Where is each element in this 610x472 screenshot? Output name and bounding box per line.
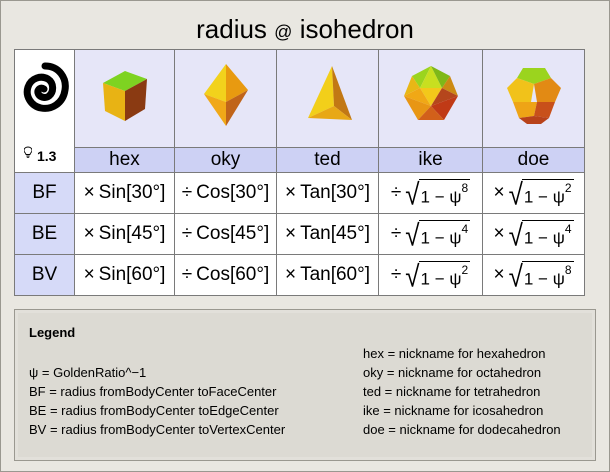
icosahedron-image [378,49,483,148]
column-header-doe: doe [482,146,585,174]
cell-be-doe: ×√1 − ψ4 [482,213,585,255]
cell-bf-oky: ÷Cos[30°] [174,172,277,214]
cell-bf-ike: ÷√1 − ψ8 [378,172,483,214]
row-header-bf: BF [14,172,75,214]
logo-version: 1.3 [37,148,57,164]
legend-item: ψ = GoldenRatio^−1 [29,365,147,380]
table-row-bf: BF ×Sin[30°] ÷Cos[30°] ×Tan[30°] ÷√1 − ψ… [14,172,585,214]
dodecahedron-image [482,49,585,148]
logo-cell: 1.3 [14,49,75,173]
cell-be-ike: ÷√1 − ψ4 [378,213,483,255]
table-row-be: BE ×Sin[45°] ÷Cos[45°] ×Tan[45°] ÷√1 − ψ… [14,213,585,255]
hexahedron-image [74,49,175,148]
legend-item: hex = nickname for hexahedron [363,346,546,361]
table-row-bv: BV ×Sin[60°] ÷Cos[60°] ×Tan[60°] ÷√1 − ψ… [14,254,585,296]
legend-panel: Legend ψ = GoldenRatio^−1 BF = radius fr… [14,309,596,461]
title-at: @ [274,22,293,42]
legend-item: BV = radius fromBodyCenter toVertexCente… [29,422,286,437]
cell-bv-hex: ×Sin[60°] [74,254,175,296]
cell-be-oky: ÷Cos[45°] [174,213,277,255]
legend-item: ted = nickname for tetrahedron [363,384,541,399]
column-header-oky: oky [174,146,277,174]
legend-item: doe = nickname for dodecahedron [363,422,561,437]
column-header-hex: hex [74,146,175,174]
row-header-bv: BV [14,254,75,296]
legend-left-list: ψ = GoldenRatio^−1 BF = radius fromBodyC… [29,363,285,439]
cell-bf-ted: ×Tan[30°] [276,172,379,214]
cell-bv-oky: ÷Cos[60°] [174,254,277,296]
page-title: radius @ isohedron [0,14,610,45]
legend-heading: Legend [29,325,76,340]
column-header-ted: ted [276,146,379,174]
legend-item: ike = nickname for icosahedron [363,403,544,418]
title-right: isohedron [299,14,414,44]
column-header-ike: ike [378,146,483,174]
cell-bf-doe: ×√1 − ψ2 [482,172,585,214]
tetrahedron-image [276,49,379,148]
cell-bv-ike: ÷√1 − ψ2 [378,254,483,296]
cell-bv-ted: ×Tan[60°] [276,254,379,296]
cell-be-hex: ×Sin[45°] [74,213,175,255]
bulb-icon [24,146,32,158]
legend-item: BE = radius fromBodyCenter toEdgeCenter [29,403,279,418]
radius-table: 1.3 [14,49,585,296]
legend-item: BF = radius fromBodyCenter toFaceCenter [29,384,277,399]
spiral-logo-icon [23,62,69,112]
octahedron-image [174,49,277,148]
title-left: radius [196,14,267,44]
cell-bv-doe: ×√1 − ψ8 [482,254,585,296]
legend-right-list: hex = nickname for hexahedron oky = nick… [363,344,561,439]
legend-item: oky = nickname for octahedron [363,365,542,380]
cell-be-ted: ×Tan[45°] [276,213,379,255]
cell-bf-hex: ×Sin[30°] [74,172,175,214]
row-header-be: BE [14,213,75,255]
